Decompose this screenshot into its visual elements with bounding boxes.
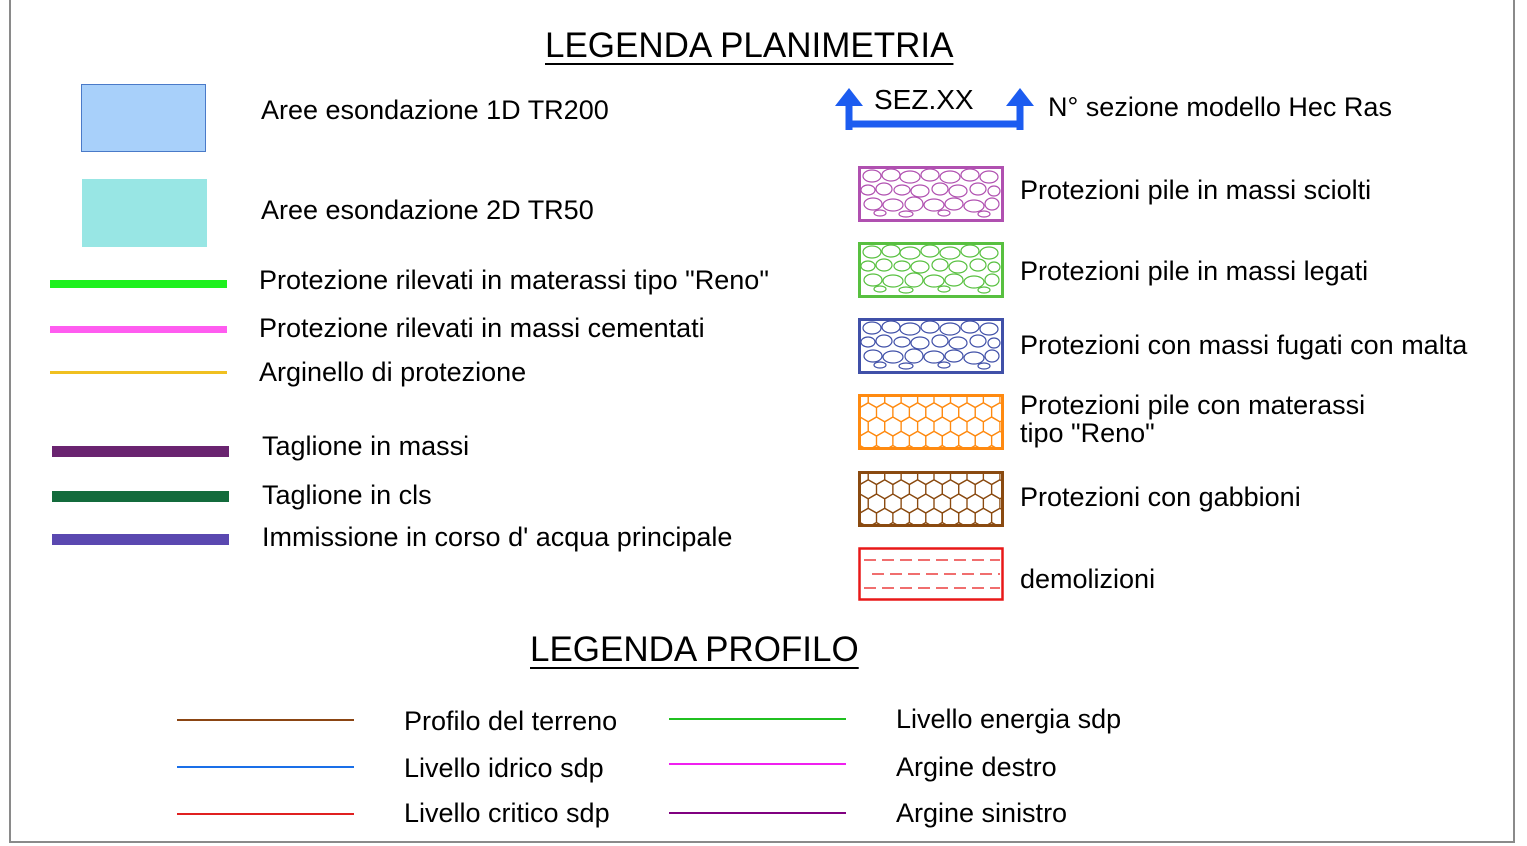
massi-sciolti-swatch <box>858 166 1004 222</box>
flood-area-2d-label: Aree esondazione 2D TR50 <box>261 195 594 225</box>
taglione-massi-label: Taglione in massi <box>262 431 470 461</box>
arginello-line <box>50 371 227 374</box>
livello-critico-line <box>177 813 354 815</box>
livello-energia-label: Livello energia sdp <box>896 704 1122 734</box>
materassi-reno-label-line2: tipo "Reno" <box>1020 418 1155 448</box>
argine-sinistro-label: Argine sinistro <box>896 798 1068 828</box>
demolizioni-swatch <box>858 547 1004 601</box>
argine-destro-label: Argine destro <box>896 752 1057 782</box>
cemented-stones-label: Protezione rilevati in massi cementati <box>259 313 705 343</box>
cemented-stones-line <box>50 326 227 333</box>
section-label: N° sezione modello Hec Ras <box>1048 92 1392 122</box>
massi-sciolti-label: Protezioni pile in massi sciolti <box>1020 175 1372 205</box>
livello-energia-line <box>669 718 846 720</box>
materassi-reno-label-line1: Protezioni pile con materassi <box>1020 390 1366 420</box>
taglione-cls-label: Taglione in cls <box>262 480 432 510</box>
reno-mattress-label: Protezione rilevati in materassi tipo "R… <box>259 265 769 295</box>
legend-planimetria-title: LEGENDA PLANIMETRIA <box>545 26 954 65</box>
livello-critico-label: Livello critico sdp <box>404 798 610 828</box>
massi-legati-label: Protezioni pile in massi legati <box>1020 256 1369 286</box>
taglione-massi-line <box>52 446 229 457</box>
arginello-label: Arginello di protezione <box>259 357 527 387</box>
legend-profilo-title: LEGENDA PROFILO <box>530 630 859 669</box>
taglione-cls-line <box>52 491 229 502</box>
profilo-terreno-line <box>177 719 354 721</box>
section-marker-text: SEZ.XX <box>874 84 974 115</box>
massi-legati-swatch <box>858 242 1004 298</box>
argine-sinistro-line <box>669 812 846 814</box>
flood-area-1d-swatch <box>81 84 206 152</box>
immissione-line <box>52 534 229 545</box>
section-marker-icon <box>835 88 1034 130</box>
livello-idrico-line <box>177 766 354 768</box>
massi-fugati-label: Protezioni con massi fugati con malta <box>1020 330 1468 360</box>
gabbioni-swatch <box>858 471 1004 527</box>
gabbioni-label: Protezioni con gabbioni <box>1020 482 1301 512</box>
flood-area-1d-label: Aree esondazione 1D TR200 <box>261 95 609 125</box>
immissione-label: Immissione in corso d' acqua principale <box>262 522 733 552</box>
flood-area-2d-swatch <box>82 179 207 247</box>
profilo-terreno-label: Profilo del terreno <box>404 706 618 736</box>
drawing-frame <box>9 0 1515 843</box>
reno-mattress-line <box>50 280 227 288</box>
livello-idrico-label: Livello idrico sdp <box>404 753 604 783</box>
argine-destro-line <box>669 763 846 765</box>
massi-fugati-swatch <box>858 318 1004 374</box>
demolizioni-label: demolizioni <box>1020 564 1156 594</box>
materassi-reno-swatch <box>858 394 1004 450</box>
